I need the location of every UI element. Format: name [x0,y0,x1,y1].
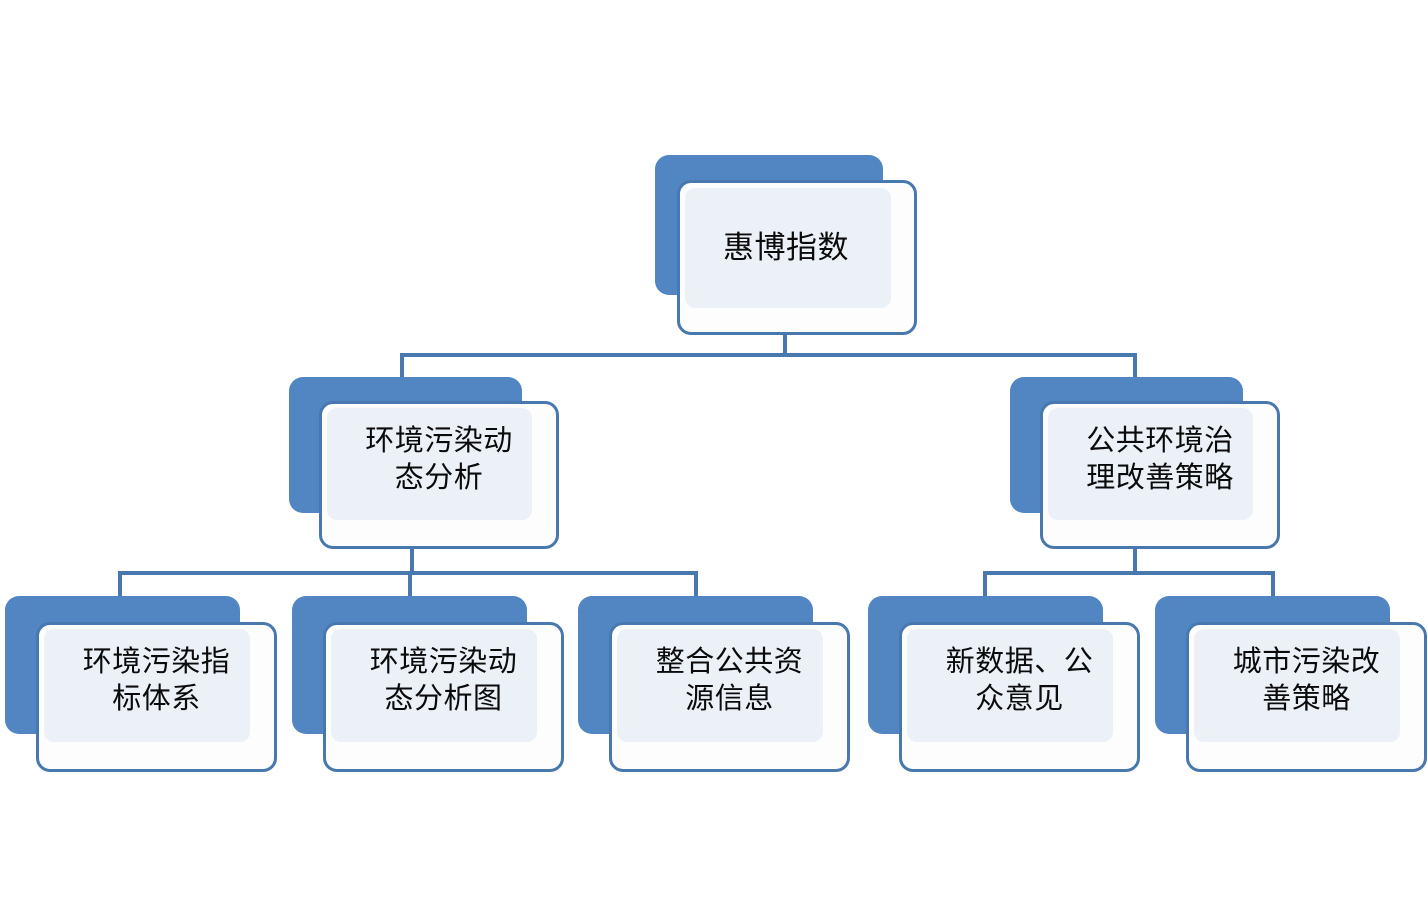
node-leaf-3-plate [617,629,823,742]
node-leaf-2[interactable]: 环境污染动 态分析图 [292,596,564,772]
node-branch-right-label: 公共环境治 理改善策略 [1086,423,1234,495]
node-leaf-2-label: 环境污染动 态分析图 [369,644,518,716]
node-branch-left[interactable]: 环境污染动 态分析 [289,377,559,549]
node-leaf-5-plate [1194,629,1400,742]
node-leaf-1-label: 环境污染指 标体系 [82,644,231,716]
node-leaf-4-label: 新数据、公 众意见 [945,644,1094,716]
connector-level2-bus [400,353,1137,357]
node-branch-right[interactable]: 公共环境治 理改善策略 [1010,377,1280,549]
node-leaf-3-label: 整合公共资 源信息 [655,644,804,716]
connector-drop-branch-right [1133,353,1137,381]
node-leaf-1[interactable]: 环境污染指 标体系 [5,596,277,772]
node-leaf-1-plate [44,629,250,742]
node-branch-left-label: 环境污染动 态分析 [365,423,513,495]
node-leaf-5[interactable]: 城市污染改 善策略 [1155,596,1427,772]
connector-root-stem [783,330,787,356]
node-root-plate [685,188,891,308]
connector-drop-leaf-3 [694,571,698,596]
node-leaf-3[interactable]: 整合公共资 源信息 [578,596,850,772]
node-leaf-2-plate [331,629,537,742]
connector-drop-leaf-5 [1271,571,1275,596]
node-leaf-5-label: 城市污染改 善策略 [1232,644,1381,716]
node-branch-right-plate [1048,408,1253,520]
connector-branch-left-stem [410,545,414,573]
connector-right-leaves-bus [983,571,1275,575]
connector-drop-leaf-4 [983,571,987,596]
connector-drop-leaf-2 [408,571,412,596]
node-leaf-4[interactable]: 新数据、公 众意见 [868,596,1140,772]
node-root-label: 惠博指数 [723,230,849,266]
node-branch-left-plate [327,408,532,520]
node-leaf-4-plate [907,629,1113,742]
connector-drop-branch-left [400,353,404,381]
connector-branch-right-stem [1133,545,1137,573]
connector-drop-leaf-1 [118,571,122,596]
node-root[interactable]: 惠博指数 [655,155,917,335]
